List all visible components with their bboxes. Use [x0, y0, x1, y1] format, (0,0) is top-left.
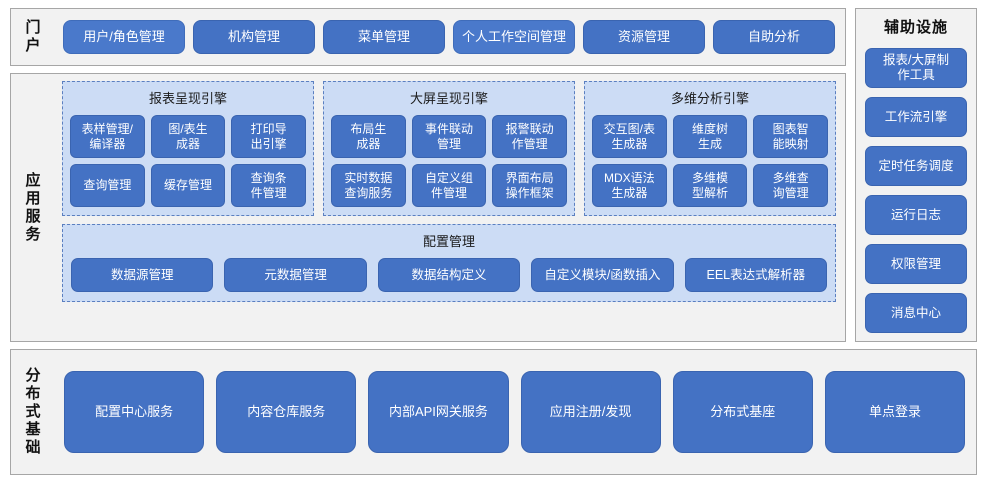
engine-olap-item-4[interactable]: 多维模 型解析 — [672, 164, 748, 207]
portal-button-resource[interactable]: 资源管理 — [583, 20, 705, 54]
aux-button-workflow-engine[interactable]: 工作流引擎 — [865, 97, 967, 137]
config-item-schema[interactable]: 数据结构定义 — [377, 258, 521, 292]
upper-region: 门户 用户/角色管理 机构管理 菜单管理 个人工作空间管理 资源管理 自助分析 … — [10, 8, 977, 342]
dist-button-api-gateway[interactable]: 内部API网关服务 — [368, 371, 509, 453]
engine-bigscreen-grid: 布局生 成器 事件联动 管理 报警联动 作管理 实时数据 查询服务 自定义组 件… — [331, 115, 567, 207]
aux-button-permission[interactable]: 权限管理 — [865, 244, 967, 284]
portal-buttons: 用户/角色管理 机构管理 菜单管理 个人工作空间管理 资源管理 自助分析 — [53, 9, 845, 65]
engine-report-item-4[interactable]: 缓存管理 — [150, 164, 226, 207]
engine-bigscreen: 大屏呈现引擎 布局生 成器 事件联动 管理 报警联动 作管理 实时数据 查询服务… — [323, 81, 575, 216]
engine-bigscreen-item-0[interactable]: 布局生 成器 — [331, 115, 406, 158]
config-item-metadata[interactable]: 元数据管理 — [224, 258, 367, 292]
portal-label: 门户 — [23, 19, 41, 55]
aux-facilities-title: 辅助设施 — [883, 19, 948, 36]
app-service-panel: 应用服务 报表呈现引擎 表样管理/ 编译器 图/表生 成器 打印导 出引擎 查询… — [10, 73, 846, 342]
portal-button-menu[interactable]: 菜单管理 — [323, 20, 445, 54]
engine-bigscreen-item-5[interactable]: 界面布局 操作框架 — [492, 164, 567, 207]
engine-bigscreen-item-2[interactable]: 报警联动 作管理 — [492, 115, 567, 158]
engine-report-item-1[interactable]: 图/表生 成器 — [150, 115, 226, 158]
config-management-title: 配置管理 — [422, 234, 475, 249]
app-service-label: 应用服务 — [23, 171, 41, 244]
engine-report-grid: 表样管理/ 编译器 图/表生 成器 打印导 出引擎 查询管理 缓存管理 查询条 … — [70, 115, 306, 207]
engine-olap-grid: 交互图/表 生成器 维度树 生成 图表智 能映射 MDX语法 生成器 多维模 型… — [592, 115, 828, 207]
app-service-body: 报表呈现引擎 表样管理/ 编译器 图/表生 成器 打印导 出引擎 查询管理 缓存… — [53, 74, 845, 341]
engine-report-title: 报表呈现引擎 — [148, 91, 227, 106]
engine-report-item-2[interactable]: 打印导 出引擎 — [231, 115, 306, 158]
portal-button-user-role[interactable]: 用户/角色管理 — [63, 20, 185, 54]
engine-olap-item-1[interactable]: 维度树 生成 — [672, 115, 748, 158]
config-item-datasource[interactable]: 数据源管理 — [71, 258, 214, 292]
portal-button-self-service[interactable]: 自助分析 — [713, 20, 835, 54]
config-item-eel-parser[interactable]: EEL表达式解析器 — [684, 258, 828, 292]
aux-button-authoring-tool[interactable]: 报表/大屏制 作工具 — [865, 48, 967, 88]
engine-olap-item-0[interactable]: 交互图/表 生成器 — [592, 115, 667, 158]
engine-bigscreen-item-3[interactable]: 实时数据 查询服务 — [331, 164, 406, 207]
portal-button-workspace[interactable]: 个人工作空间管理 — [453, 20, 575, 54]
dist-button-dist-foundation[interactable]: 分布式基座 — [672, 371, 813, 453]
engine-report-item-3[interactable]: 查询管理 — [70, 164, 145, 207]
aux-button-runtime-log[interactable]: 运行日志 — [865, 195, 967, 235]
distributed-base-buttons: 配置中心服务 内容仓库服务 内部API网关服务 应用注册/发现 分布式基座 单点… — [53, 350, 976, 474]
engine-report-item-0[interactable]: 表样管理/ 编译器 — [70, 115, 145, 158]
aux-button-scheduler[interactable]: 定时任务调度 — [865, 146, 967, 186]
aux-button-message-center[interactable]: 消息中心 — [865, 293, 967, 333]
engine-report: 报表呈现引擎 表样管理/ 编译器 图/表生 成器 打印导 出引擎 查询管理 缓存… — [62, 81, 314, 216]
engine-olap-item-5[interactable]: 多维查 询管理 — [753, 164, 828, 207]
engine-bigscreen-item-1[interactable]: 事件联动 管理 — [411, 115, 487, 158]
engines-row: 报表呈现引擎 表样管理/ 编译器 图/表生 成器 打印导 出引擎 查询管理 缓存… — [62, 81, 836, 216]
left-column: 门户 用户/角色管理 机构管理 菜单管理 个人工作空间管理 资源管理 自助分析 … — [10, 8, 846, 342]
config-management-row: 数据源管理 元数据管理 数据结构定义 自定义模块/函数插入 EEL表达式解析器 — [71, 258, 828, 292]
engine-olap-title: 多维分析引擎 — [670, 91, 749, 106]
portal-button-org[interactable]: 机构管理 — [193, 20, 315, 54]
dist-button-content-repo[interactable]: 内容仓库服务 — [216, 371, 357, 453]
portal-panel: 门户 用户/角色管理 机构管理 菜单管理 个人工作空间管理 资源管理 自助分析 — [10, 8, 846, 66]
distributed-base-panel: 分布式基础 配置中心服务 内容仓库服务 内部API网关服务 应用注册/发现 分布… — [10, 349, 977, 475]
aux-facilities-panel: 辅助设施 报表/大屏制 作工具 工作流引擎 定时任务调度 运行日志 权限管理 消… — [855, 8, 977, 342]
engine-olap-item-3[interactable]: MDX语法 生成器 — [592, 164, 667, 207]
engine-olap-item-2[interactable]: 图表智 能映射 — [753, 115, 828, 158]
config-item-custom-module[interactable]: 自定义模块/函数插入 — [531, 258, 674, 292]
distributed-base-label: 分布式基础 — [23, 367, 41, 457]
dist-button-sso[interactable]: 单点登录 — [824, 371, 966, 453]
dist-button-app-registry[interactable]: 应用注册/发现 — [520, 371, 661, 453]
engine-bigscreen-title: 大屏呈现引擎 — [409, 91, 488, 106]
config-management-group: 配置管理 数据源管理 元数据管理 数据结构定义 自定义模块/函数插入 EEL表达… — [62, 224, 836, 302]
dist-button-config-center[interactable]: 配置中心服务 — [64, 371, 205, 453]
engine-report-item-5[interactable]: 查询条 件管理 — [231, 164, 306, 207]
engine-bigscreen-item-4[interactable]: 自定义组 件管理 — [411, 164, 487, 207]
engine-olap: 多维分析引擎 交互图/表 生成器 维度树 生成 图表智 能映射 MDX语法 生成… — [584, 81, 836, 216]
